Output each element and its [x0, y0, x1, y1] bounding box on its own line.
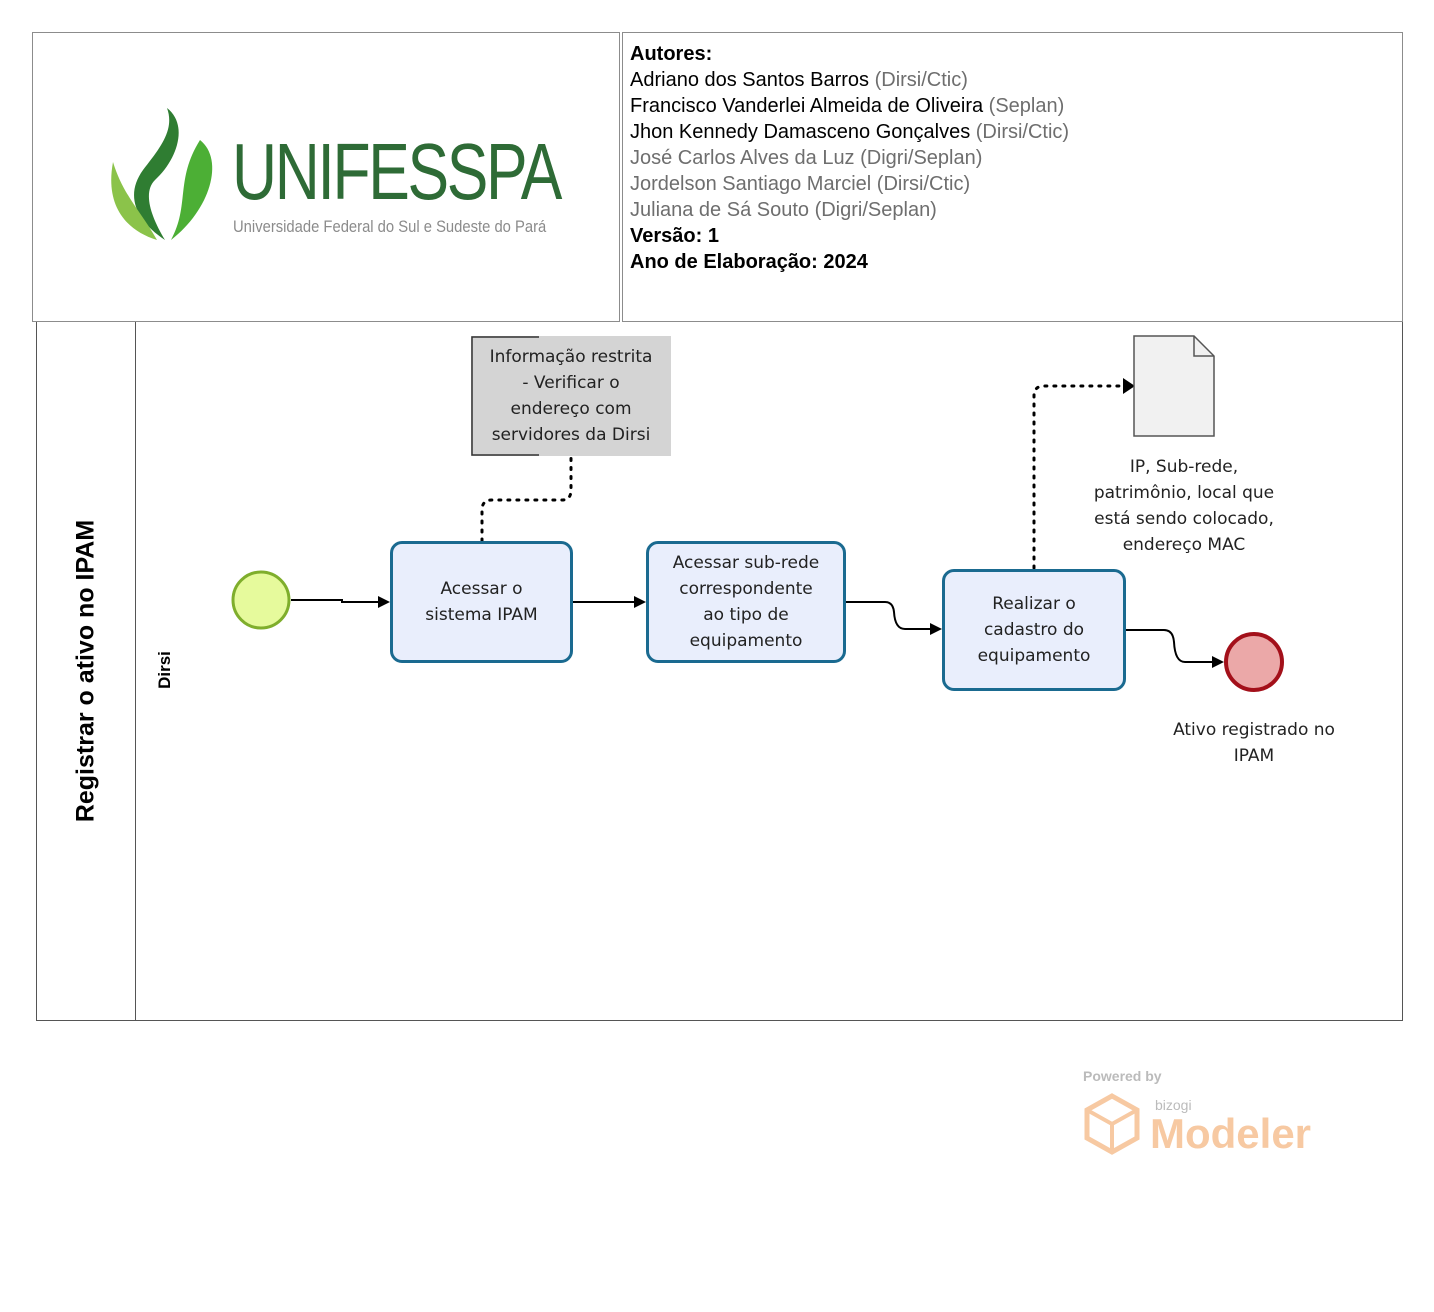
sequence-flow: [846, 601, 942, 635]
annotation-line: - Verificar o: [522, 373, 620, 393]
end-event: [1224, 632, 1284, 692]
annotation-bracket: [471, 336, 539, 456]
task-label: Realizar o: [992, 594, 1076, 614]
unifesspa-leaf-icon: [111, 108, 213, 240]
task-label: correspondente: [679, 579, 813, 599]
author-line: Francisco Vanderlei Almeida de Oliveira …: [630, 95, 1065, 117]
author-line: Jordelson Santiago Marciel (Dirsi/Ctic): [630, 173, 971, 195]
bizagi-brand: bizogi: [1155, 1097, 1192, 1113]
task-label: Acessar sub-rede: [672, 553, 820, 573]
sequence-flow: [1126, 629, 1224, 668]
task-label: sistema IPAM: [425, 605, 538, 625]
sequence-flow: [291, 596, 390, 608]
author-line: Juliana de Sá Souto (Digri/Seplan): [630, 199, 937, 221]
data-object-label: IP, Sub-rede, patrimônio, local que está…: [1093, 457, 1275, 555]
annotation-line: endereço com: [510, 399, 632, 419]
authors-title: Autores:: [630, 43, 713, 65]
version-line: Versão: 1: [630, 225, 719, 247]
annotation-line: servidores da Dirsi: [491, 425, 651, 445]
task-label: ao tipo de: [703, 605, 789, 625]
task-label: cadastro do: [983, 620, 1085, 640]
end-event-label: Ativo registrado no IPAM: [1173, 720, 1335, 766]
association-line: [480, 456, 573, 543]
logo-panel: [32, 32, 620, 322]
author-line: Adriano dos Santos Barros (Dirsi/Ctic): [630, 69, 968, 91]
pool: [36, 322, 1403, 1021]
author-line: Jhon Kennedy Damasceno Gonçalves (Dirsi/…: [630, 121, 1070, 143]
task-access-subnet[interactable]: Acessar sub-rede correspondente ao tipo …: [646, 541, 846, 663]
start-event: [231, 570, 291, 630]
logo-subtitle: Universidade Federal do Sul e Sudeste do…: [233, 217, 547, 236]
task-register-equipment[interactable]: Realizar o cadastro do equipamento: [942, 569, 1126, 691]
text-annotation: Informação restrita - Verificar o endere…: [471, 336, 671, 456]
task-access-ipam[interactable]: Acessar o sistema IPAM: [390, 541, 573, 663]
annotation-line: Informação restrita: [489, 347, 653, 367]
powered-by-text: Powered by: [1083, 1068, 1162, 1084]
modeler-wordmark: Modeler: [1150, 1110, 1312, 1157]
bizagi-cube-icon: [1084, 1093, 1140, 1155]
logo-wordmark: UNIFESSPA: [232, 127, 562, 216]
task-label: equipamento: [977, 646, 1091, 666]
authors-panel: Autores: Adriano dos Santos Barros (Dirs…: [622, 32, 1403, 322]
data-object-icon: [1133, 335, 1215, 437]
task-label: equipamento: [689, 631, 803, 651]
year-line: Ano de Elaboração: 2024: [630, 251, 868, 273]
data-association: [1032, 384, 1124, 570]
pool-header: [36, 322, 136, 1021]
author-line: José Carlos Alves da Luz (Digri/Seplan): [630, 147, 983, 169]
task-label: Acessar o: [440, 579, 523, 599]
